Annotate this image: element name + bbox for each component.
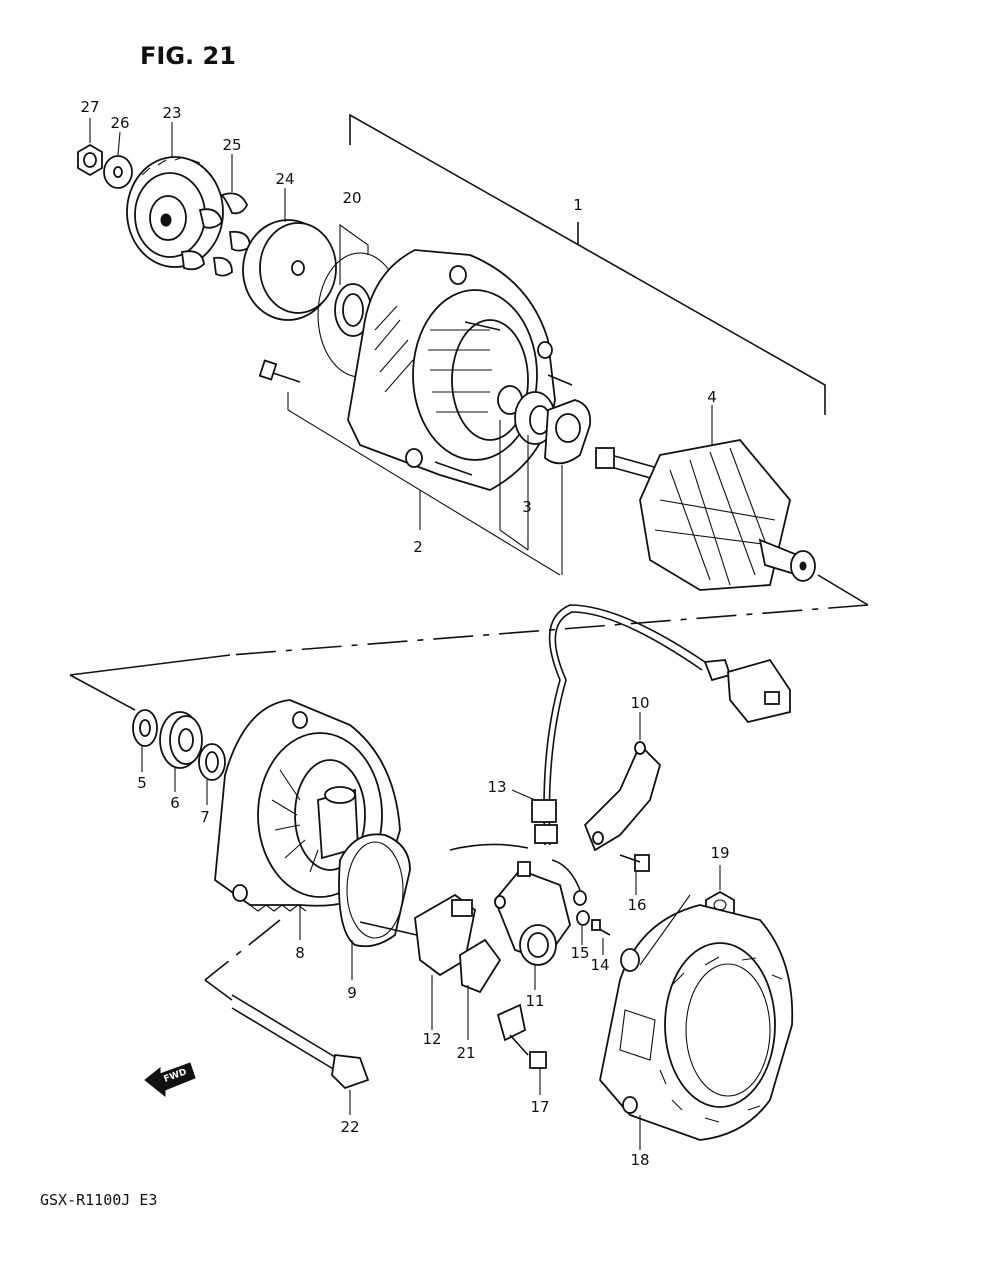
nut-part-27 — [77, 118, 103, 177]
callout-14: 14 — [590, 956, 609, 974]
callout-11: 11 — [525, 992, 544, 1010]
wire-harness — [449, 604, 791, 906]
callout-4: 4 — [707, 388, 717, 406]
callout-16: 16 — [627, 896, 646, 914]
cover-part-9 — [338, 833, 411, 980]
callout-1: 1 — [573, 196, 583, 214]
washer-part-26 — [103, 131, 133, 189]
callout-25: 25 — [222, 136, 241, 154]
bearing-part-6 — [159, 711, 203, 792]
fwd-arrow-icon: FWD — [144, 1062, 196, 1098]
assembly-bracket — [349, 113, 826, 415]
callout-24: 24 — [275, 170, 294, 188]
pulley-part-23 — [126, 122, 224, 268]
housing-bolts — [258, 321, 573, 476]
spacer-part-24 — [242, 188, 337, 321]
rear-cover-part-18 — [599, 894, 794, 1150]
callout-9: 9 — [347, 984, 357, 1002]
model-code: GSX-R1100J E3 — [40, 1191, 157, 1209]
callout-27: 27 — [80, 98, 99, 116]
brush-part-21 — [459, 938, 502, 1040]
callout-10: 10 — [630, 694, 649, 712]
callout-18: 18 — [630, 1151, 649, 1169]
washer-part-5 — [132, 709, 158, 772]
front-housing-part-2 — [347, 249, 556, 491]
through-bolt-part-22 — [204, 919, 370, 1115]
callout-labels: 1234567891011121314151617181920212223242… — [80, 98, 729, 1169]
callout-8: 8 — [295, 944, 305, 962]
callout-13: 13 — [487, 778, 506, 796]
screw-part-16 — [619, 854, 650, 895]
screw-part-14 — [591, 919, 611, 955]
callout-7: 7 — [200, 808, 210, 826]
damper-part-25 — [181, 154, 251, 277]
callout-17: 17 — [530, 1098, 549, 1116]
callout-21: 21 — [456, 1044, 475, 1062]
rear-housing-part-8 — [214, 699, 401, 940]
bearing-part-3 — [514, 391, 592, 465]
figure-title: FIG. 21 — [140, 42, 236, 70]
screw-part-17 — [496, 1003, 547, 1095]
callout-15: 15 — [570, 944, 589, 962]
callout-3: 3 — [522, 498, 532, 516]
grommet-part-13 — [511, 789, 536, 801]
callout-22: 22 — [340, 1118, 359, 1136]
callout-brackets-2-3 — [287, 392, 563, 576]
ring-part-7 — [198, 743, 226, 805]
bracket-part-10 — [583, 712, 662, 852]
group-divider — [69, 574, 869, 711]
washer-part-15 — [576, 910, 590, 945]
callout-5: 5 — [137, 774, 147, 792]
callout-26: 26 — [110, 114, 129, 132]
rotor-part-4 — [595, 405, 816, 591]
brush-holder-part-11 — [493, 861, 571, 990]
callout-23: 23 — [162, 104, 181, 122]
bearing-part-20 — [334, 223, 372, 337]
callout-2: 2 — [413, 538, 423, 556]
callout-6: 6 — [170, 794, 180, 812]
callout-20: 20 — [342, 189, 361, 207]
callout-12: 12 — [422, 1030, 441, 1048]
callout-19: 19 — [710, 844, 729, 862]
